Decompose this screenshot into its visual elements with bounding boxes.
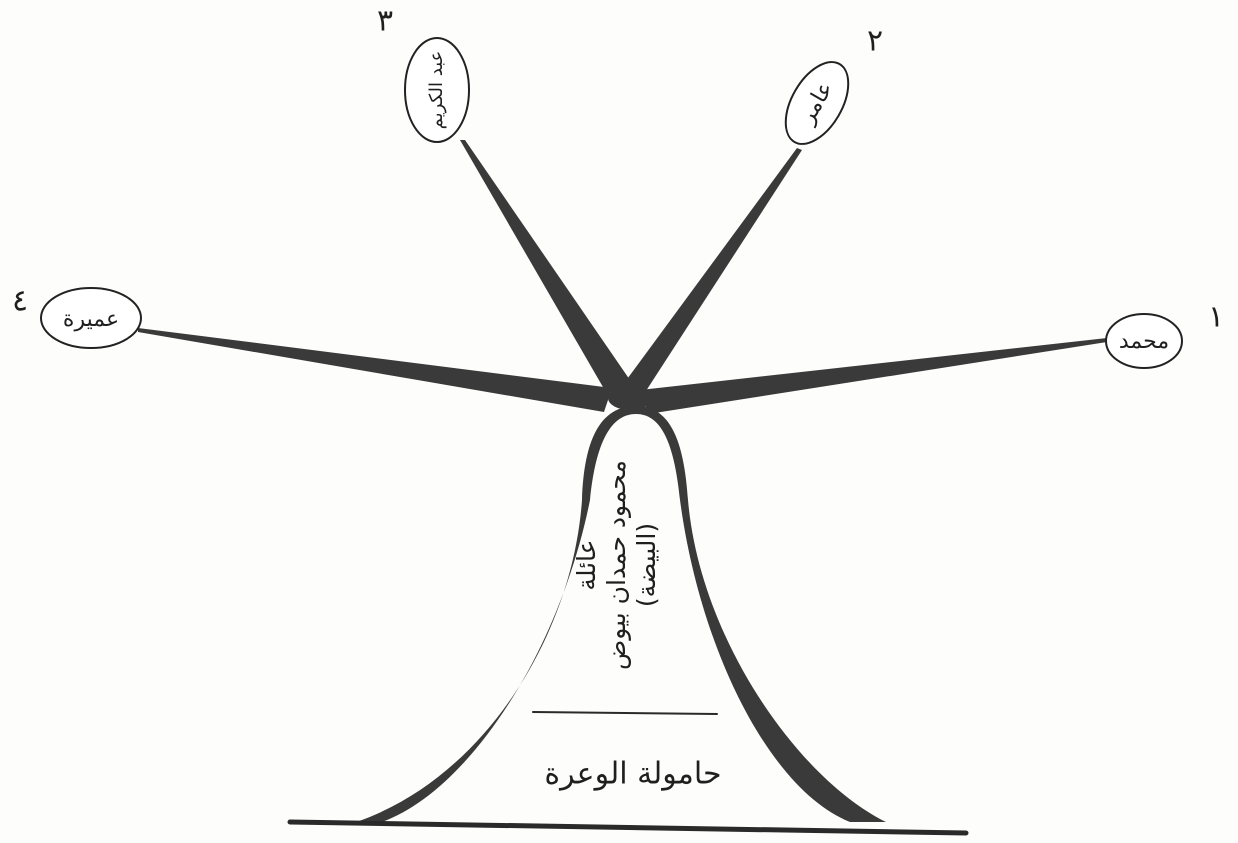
branch-1: محمد ١ [1106,300,1224,369]
branch-line-3 [460,140,632,394]
trunk-divider [533,712,717,714]
trunk-line-1: عائلة [572,539,601,590]
trunk-line-2: محمود حمدان بيوض [602,460,631,670]
node-number-4: ٤ [12,284,28,319]
node-name-4: عميرة [63,307,119,332]
branch-2: عامر ٢ [773,24,883,155]
node-number-3: ٣ [377,4,393,39]
branch-line-2 [622,148,802,394]
base-label: حامولة الوعرة [544,757,721,792]
node-name-1: محمد [1119,329,1169,354]
ground-line [290,822,966,833]
node-number-2: ٢ [867,24,883,59]
node-number-1: ١ [1208,300,1224,335]
branch-4: عميرة ٤ [12,284,141,349]
branch-line-4 [138,328,612,412]
hub [608,386,652,410]
node-name-3: عبد الكريم [426,51,447,130]
branch-3: عبد الكريم ٣ [377,4,469,143]
branch-line-1 [640,338,1107,414]
trunk-line-3: (البيضة) [632,523,661,607]
